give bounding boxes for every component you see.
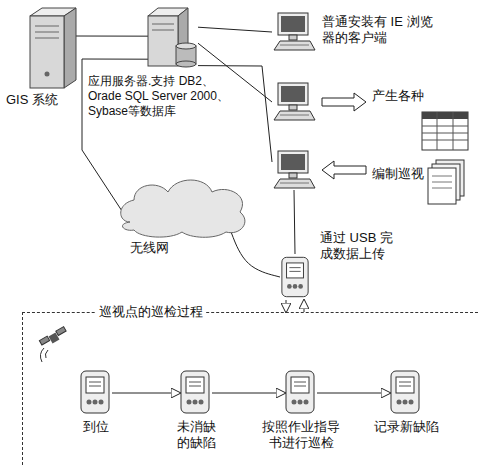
hollow-arrow — [322, 161, 366, 179]
icon-node: 无线网 — [122, 178, 250, 236]
client-computer — [274, 13, 315, 50]
icon-part — [176, 61, 196, 67]
icon-part — [64, 8, 76, 88]
icon-part — [56, 327, 66, 336]
icon-part — [30, 16, 64, 88]
icon-part — [45, 72, 50, 77]
step-label: 记录新缺陷 — [366, 419, 446, 435]
system-label: GIS 系统 — [6, 92, 76, 108]
pda-device — [181, 371, 209, 413]
icon-part — [437, 112, 438, 150]
icon-part — [422, 112, 468, 150]
icon-part — [39, 336, 49, 345]
icon-node: 未消缺的缺陷 — [180, 371, 212, 415]
connector — [112, 393, 180, 394]
upload-label: 通过 USB 完成数据上传 — [320, 230, 404, 263]
output-label: 产生各种 — [372, 88, 432, 104]
icon-node: GIS 系统 — [30, 8, 76, 88]
table-icon — [422, 112, 468, 150]
icon-part — [176, 43, 196, 49]
satellite-icon — [39, 327, 66, 362]
connector — [304, 300, 305, 312]
client-computer — [274, 83, 315, 120]
document-stack — [428, 160, 464, 204]
icon-node: 普通安装有 IE 浏览器的客户端 — [272, 12, 316, 52]
icon-part — [422, 133, 468, 134]
icon-part — [422, 126, 468, 127]
icon-part — [432, 182, 452, 183]
icon-part — [432, 188, 452, 189]
gis-tower — [30, 8, 76, 88]
icon-part — [453, 112, 454, 150]
connector — [212, 393, 285, 394]
step-label: 未消缺的缺陷 — [174, 419, 218, 452]
process-region: 巡视点的巡检过程到位未消缺的缺陷按照作业指导书进行巡检记录新缺陷 — [22, 312, 478, 465]
pda-device — [282, 257, 308, 296]
icon-part — [152, 24, 174, 25]
step-label: 到位 — [76, 419, 116, 435]
icon-node: 产生各种 — [272, 82, 316, 122]
connector — [286, 300, 287, 312]
connector — [231, 231, 280, 277]
icon-node: 按照作业指导书进行巡检 — [285, 371, 317, 415]
pda-device — [391, 371, 419, 413]
connector — [198, 27, 272, 32]
network-label: 无线网 — [130, 240, 190, 256]
icon-part — [152, 30, 174, 31]
app-server — [148, 8, 196, 67]
icon-part — [45, 350, 48, 358]
connector — [317, 393, 390, 394]
input-label: 编制巡视 — [372, 166, 432, 182]
pda-device — [81, 371, 109, 413]
icon-part — [422, 112, 468, 119]
icon-part — [40, 348, 44, 362]
icon-part — [422, 140, 468, 141]
region-title: 巡视点的巡检过程 — [96, 304, 206, 320]
wireless-cloud — [121, 180, 245, 237]
icon-node: 到位 — [80, 371, 112, 415]
client-label: 普通安装有 IE 浏览器的客户端 — [322, 14, 434, 47]
step-label: 按照作业指导书进行巡检 — [261, 419, 341, 452]
icon-part — [35, 38, 59, 39]
icon-part — [148, 16, 178, 66]
icon-node: 通过 USB 完成数据上传 — [280, 254, 310, 300]
icon-node: 编制巡视 — [272, 150, 316, 190]
icon-part — [432, 176, 452, 177]
client-computer — [274, 151, 315, 188]
icon-node: 记录新缺陷 — [390, 371, 422, 415]
hollow-arrow — [322, 93, 366, 111]
icon-part — [428, 168, 456, 204]
icon-part — [35, 32, 59, 33]
icon-node: 应用服务器.支持 DB2、 Orade SQL Server 2000、 Syb… — [148, 8, 198, 72]
icon-part — [35, 26, 59, 27]
pda-device — [286, 371, 314, 413]
server-label: 应用服务器.支持 DB2、 Orade SQL Server 2000、 Syb… — [88, 74, 238, 119]
connector — [76, 36, 148, 37]
connector — [294, 190, 295, 254]
